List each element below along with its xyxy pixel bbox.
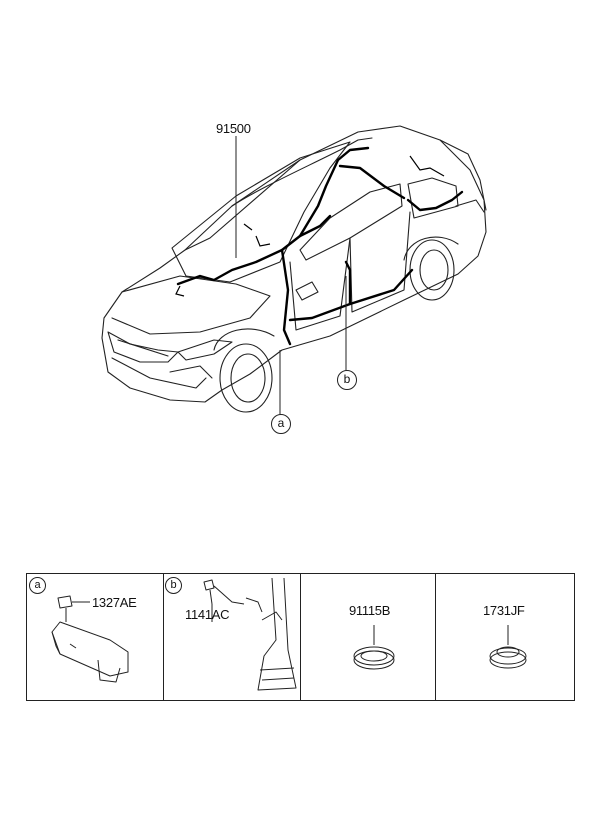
wiring-harness-main (176, 146, 370, 286)
front-grille (107, 331, 179, 363)
part-number-1141ac: 1141AC (185, 607, 230, 622)
parts-cell-grommet (300, 574, 436, 700)
callout-b: b (337, 370, 357, 390)
rear-wheel (409, 239, 455, 301)
table-callout-b: b (165, 577, 182, 594)
parts-table (26, 573, 575, 701)
front-wheel (219, 343, 273, 413)
bolt-1141ac-drawing (203, 577, 297, 691)
part-number-91115b: 91115B (349, 603, 391, 618)
table-callout-a: a (29, 577, 46, 594)
plug-1731jf-drawing (489, 646, 527, 669)
grommet-91115b-drawing (353, 646, 395, 670)
part-number-1327ae: 1327AE (92, 595, 137, 610)
parts-cell-a (27, 574, 164, 700)
parts-cell-b (163, 574, 301, 700)
part-number-91500: 91500 (216, 121, 251, 136)
nut-1327ae-drawing (51, 595, 129, 683)
car-body-outline (101, 125, 487, 403)
callout-a: a (271, 414, 291, 434)
part-number-1731jf: 1731JF (483, 603, 525, 618)
